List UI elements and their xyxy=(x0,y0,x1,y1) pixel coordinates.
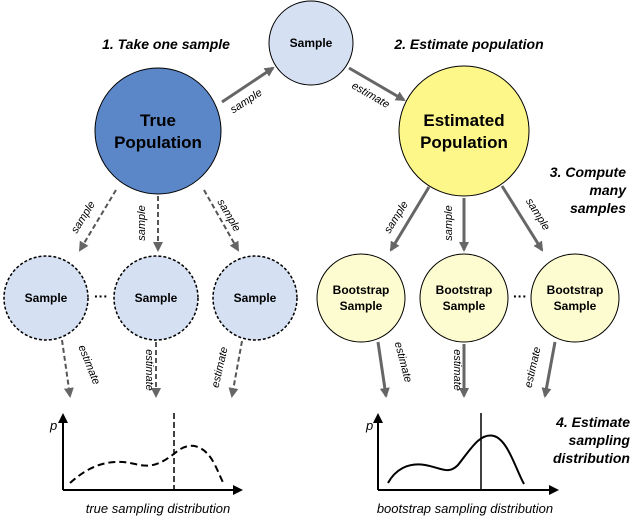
svg-text:Sample: Sample xyxy=(340,299,383,313)
svg-text:sample: sample xyxy=(228,87,264,116)
svg-text:estimate: estimate xyxy=(349,80,391,111)
svg-text:Estimated: Estimated xyxy=(423,111,504,130)
svg-text:sampling: sampling xyxy=(569,432,631,448)
step-2-label: 2. Estimate population xyxy=(393,36,543,52)
sample-node-2: Sample xyxy=(113,255,199,341)
sample-node-1: Sample xyxy=(3,255,89,341)
svg-text:True: True xyxy=(140,111,176,130)
sample-node-3: Sample xyxy=(212,255,298,341)
svg-text:sample: sample xyxy=(382,199,411,235)
right-axis-p: p xyxy=(365,418,373,433)
bootstrap-node-1: Bootstrap Sample xyxy=(316,253,406,343)
svg-text:Sample: Sample xyxy=(25,291,68,305)
arrow-sample-to-estimate: estimate xyxy=(348,66,406,111)
svg-text:many: many xyxy=(589,182,627,198)
left-ellipsis: ··· xyxy=(94,288,108,304)
step-1-label: 1. Take one sample xyxy=(102,36,230,52)
bootstrap-sample-nodes: Bootstrap Sample Bootstrap Sample ··· Bo… xyxy=(316,253,620,343)
svg-text:sample: sample xyxy=(443,205,455,240)
true-sampling-distribution-plot: p true sampling distribution xyxy=(49,413,243,516)
estimated-population-node: Estimated Population xyxy=(398,65,530,197)
right-caption: bootstrap sampling distribution xyxy=(377,501,553,516)
bootstrap-sampling-distribution-plot: p bootstrap sampling distribution xyxy=(365,413,559,516)
svg-text:Bootstrap: Bootstrap xyxy=(333,283,390,297)
svg-text:Sample: Sample xyxy=(554,299,597,313)
svg-text:Sample: Sample xyxy=(135,291,178,305)
svg-text:Bootstrap: Bootstrap xyxy=(436,283,493,297)
step-3-label: 3. Compute many samples xyxy=(550,164,627,216)
left-caption: true sampling distribution xyxy=(86,501,231,516)
right-ellipsis: ··· xyxy=(513,288,527,304)
left-sample-arrows: sample sample sample xyxy=(69,189,243,252)
svg-text:samples: samples xyxy=(570,200,626,216)
svg-text:sample: sample xyxy=(215,197,243,234)
svg-text:sample: sample xyxy=(69,199,98,235)
svg-text:estimate: estimate xyxy=(451,349,463,391)
top-sample-label: Sample xyxy=(290,36,333,50)
svg-text:estimate: estimate xyxy=(392,341,414,384)
svg-text:estimate: estimate xyxy=(523,346,544,389)
left-axis-p: p xyxy=(49,418,57,433)
right-density-curve xyxy=(387,434,525,485)
svg-text:estimate: estimate xyxy=(75,343,102,386)
svg-text:Population: Population xyxy=(420,133,508,152)
true-population-node: True Population xyxy=(94,67,222,195)
top-sample-node: Sample xyxy=(268,0,354,86)
right-estimate-arrows: estimate estimate estimate xyxy=(376,341,557,398)
left-sample-nodes: Sample ··· Sample Sample xyxy=(3,255,298,341)
svg-text:Sample: Sample xyxy=(443,299,486,313)
bootstrap-node-3: Bootstrap Sample xyxy=(530,253,620,343)
step-4-label: 4. Estimate sampling distribution xyxy=(553,414,630,466)
bootstrap-node-2: Bootstrap Sample xyxy=(419,253,509,343)
svg-text:3. Compute: 3. Compute xyxy=(550,164,626,180)
svg-text:estimate: estimate xyxy=(143,349,155,391)
svg-text:Population: Population xyxy=(114,133,202,152)
svg-text:Sample: Sample xyxy=(234,291,277,305)
svg-text:4. Estimate: 4. Estimate xyxy=(555,414,630,430)
svg-text:distribution: distribution xyxy=(553,450,630,466)
left-estimate-arrows: estimate estimate estimate xyxy=(61,339,243,398)
svg-text:Bootstrap: Bootstrap xyxy=(547,283,604,297)
left-density-curve xyxy=(69,444,226,486)
svg-text:sample: sample xyxy=(136,205,148,240)
svg-text:estimate: estimate xyxy=(210,346,231,389)
arrow-population-to-sample: sample xyxy=(221,66,275,116)
